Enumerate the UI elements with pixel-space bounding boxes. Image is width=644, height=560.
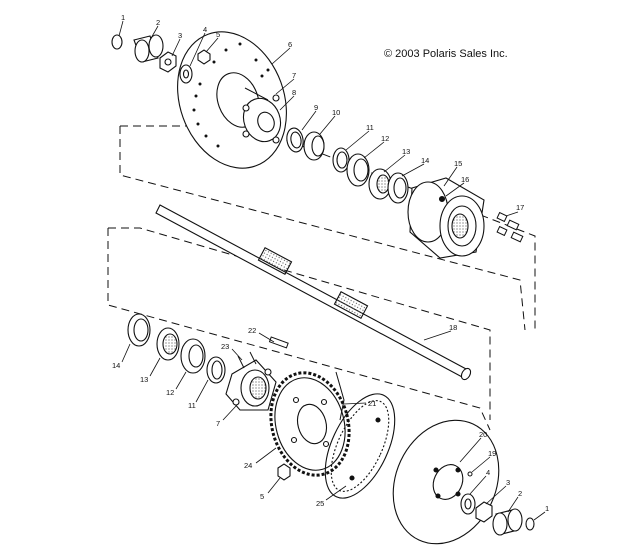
- nut-lower: [277, 463, 291, 481]
- callout-1-lower: 1: [545, 504, 549, 513]
- callout-22: 22: [248, 326, 256, 335]
- brake-disc-upper: [177, 31, 287, 169]
- bearing-carrier: [407, 177, 485, 259]
- sprocket-hub: [225, 359, 277, 411]
- callout-4-lower: 4: [486, 468, 490, 477]
- copyright-notice: © 2003 Polaris Sales Inc.: [384, 48, 508, 60]
- axle-shaft: [155, 204, 472, 381]
- spacer-upper: [133, 34, 164, 63]
- studs-upper: [244, 87, 269, 101]
- small-nut-upper: [197, 49, 211, 65]
- washer-19: [467, 471, 473, 477]
- sprocket-24: [269, 371, 351, 477]
- callout-9: 9: [314, 103, 318, 112]
- callout-21: 21: [368, 399, 376, 408]
- bearing-10: [303, 131, 325, 161]
- brake-disc-holes: [192, 42, 270, 148]
- brake-disc-lower: [392, 419, 500, 545]
- callout-3-lower: 3: [506, 478, 510, 487]
- callout-5-lower: 5: [260, 492, 264, 501]
- callout-12-upper: 12: [381, 134, 389, 143]
- nut-lower-3: [475, 501, 493, 523]
- callout-23: 23: [221, 342, 229, 351]
- seal-9: [286, 127, 304, 153]
- callout-2-lower: 2: [518, 489, 522, 498]
- dashed-frame-lower: [107, 227, 491, 431]
- callout-13-upper: 13: [402, 147, 410, 156]
- ring-14-upper: [387, 172, 409, 204]
- cap-upper: [111, 34, 123, 50]
- callout-5-upper: 5: [216, 30, 220, 39]
- callout-17: 17: [516, 203, 524, 212]
- callout-15: 15: [454, 159, 462, 168]
- callout-20: 20: [479, 430, 487, 439]
- bolts-17: [496, 211, 524, 243]
- dashed-frame-upper: [119, 125, 536, 331]
- callout-7-upper: 7: [292, 71, 296, 80]
- washer-lower: [460, 493, 476, 515]
- callout-19: 19: [488, 449, 496, 458]
- callout-13-lower: 13: [140, 375, 148, 384]
- callout-6: 6: [288, 40, 292, 49]
- studs-23: [237, 351, 257, 369]
- leader-lines: [118, 20, 546, 521]
- callout-18: 18: [449, 323, 457, 332]
- callout-25: 25: [316, 499, 324, 508]
- nut-upper: [159, 51, 177, 73]
- roller-bearing-13-lower: [156, 327, 180, 361]
- callout-10: 10: [332, 108, 340, 117]
- spacer-lower: [492, 508, 523, 536]
- callout-11-lower: 11: [188, 401, 196, 410]
- bearing-12-lower: [180, 338, 206, 374]
- callout-11-upper: 11: [366, 123, 374, 132]
- callout-7-lower: 7: [216, 419, 220, 428]
- callout-16: 16: [461, 175, 469, 184]
- callout-8: 8: [292, 88, 296, 97]
- washer-upper: [179, 64, 193, 84]
- bolt-22: [268, 336, 289, 349]
- callout-24: 24: [244, 461, 252, 470]
- callout-4-upper: 4: [203, 25, 207, 34]
- callout-2-upper: 2: [156, 18, 160, 27]
- cap-lower: [525, 517, 535, 531]
- callout-labels: 1 2 3 4 5 6 7 8 9 10 11 12 13 14 15 16 1…: [112, 13, 549, 513]
- callout-14-upper: 14: [421, 156, 429, 165]
- bearing-12: [346, 153, 370, 187]
- callout-1-upper: 1: [121, 13, 125, 22]
- seal-11-lower: [206, 356, 226, 384]
- callout-14-lower: 14: [112, 361, 120, 370]
- chain-guide-21: [335, 371, 345, 421]
- ring-14-lower: [127, 313, 151, 347]
- roller-bearing-13: [368, 168, 392, 200]
- hub-upper: [242, 94, 282, 144]
- callout-12-lower: 12: [166, 388, 174, 397]
- callout-3-upper: 3: [178, 31, 182, 40]
